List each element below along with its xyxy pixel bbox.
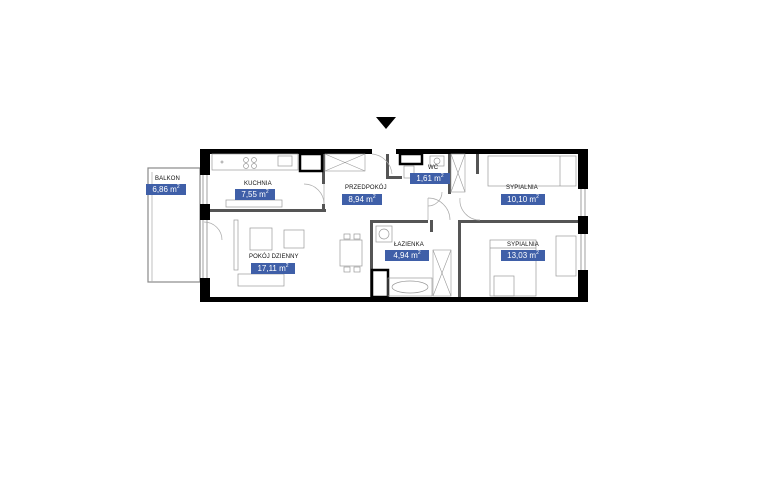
room-label-wc: WC xyxy=(428,165,439,171)
area-badge-balkon: 6,86 m2 xyxy=(146,184,186,195)
area-badge-sypialnia-1: 10,10 m2 xyxy=(501,194,545,205)
kitchen-counter xyxy=(211,153,299,171)
exterior-walls xyxy=(200,149,588,302)
area-badge-kuchnia: 7,55 m2 xyxy=(235,189,275,200)
room-label-lazienka: ŁAZIENKA xyxy=(394,242,424,248)
room-label-kuchnia: KUCHNIA xyxy=(244,181,272,187)
area-badge-wc: 1,61 m2 xyxy=(410,173,450,184)
wardrobes xyxy=(324,153,466,297)
windows xyxy=(202,175,586,278)
doors xyxy=(203,153,481,241)
bedroom-furniture xyxy=(487,155,577,297)
room-label-przedpokoj: PRZEDPOKÓJ xyxy=(345,185,387,191)
room-label-sypialnia-1: SYPIALNIA xyxy=(506,185,538,191)
room-label-sypialnia-2: SYPIALNIA xyxy=(507,242,539,248)
room-label-pokoj-dzienny: POKÓJ DZIENNY xyxy=(249,254,299,260)
interior-walls xyxy=(210,154,578,297)
area-badge-sypialnia-2: 13,03 m2 xyxy=(501,250,545,261)
area-badge-pokoj-dzienny: 17,11 m2 xyxy=(251,263,295,274)
room-label-balkon: BALKON xyxy=(155,176,180,182)
area-badge-przedpokoj: 8,94 m2 xyxy=(342,194,382,205)
living-room-furniture xyxy=(225,199,363,287)
area-badge-lazienka: 4,94 m2 xyxy=(385,250,429,261)
balcony-outline xyxy=(147,167,201,283)
entrance-arrow-icon xyxy=(376,117,396,129)
bathroom-fixtures xyxy=(375,155,445,297)
